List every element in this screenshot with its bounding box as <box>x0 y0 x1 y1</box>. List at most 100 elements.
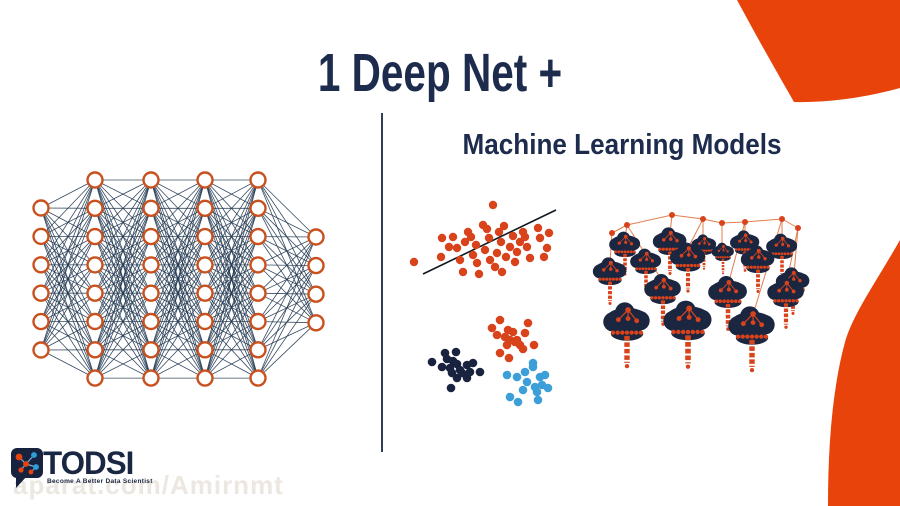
network-edge <box>257 236 317 379</box>
network-node <box>86 284 104 302</box>
scatter-dot <box>488 200 498 210</box>
cluster-dot <box>446 383 456 393</box>
network-node <box>142 256 160 274</box>
orange-cluster <box>487 315 539 363</box>
cluster-dot <box>505 392 515 402</box>
network-edge <box>40 179 96 209</box>
cluster-dot <box>487 323 497 333</box>
logo-wordmark: TODSI <box>43 445 134 481</box>
tree <box>711 242 734 275</box>
network-node <box>196 227 214 246</box>
cluster-dot <box>543 383 553 393</box>
scatter-dot <box>460 237 470 247</box>
forest-junction-dot <box>795 225 801 231</box>
forest-link <box>793 227 799 275</box>
network-node <box>86 227 104 246</box>
cluster-dot <box>528 358 538 368</box>
network-node <box>249 341 267 359</box>
network-edge <box>94 179 152 294</box>
network-edge <box>204 179 259 266</box>
network-node <box>86 171 104 189</box>
scatter-dot <box>471 240 481 250</box>
cluster-dot <box>532 387 542 397</box>
tree <box>708 276 747 331</box>
network-node <box>32 256 50 274</box>
network-edge <box>204 264 259 379</box>
scatter-dot <box>520 232 530 242</box>
scatter-dot <box>466 232 476 242</box>
network-node <box>32 284 50 302</box>
scatter-dot <box>480 245 490 255</box>
scatter-dot <box>544 228 554 238</box>
scatter-dot <box>409 257 419 267</box>
network-edge <box>150 179 206 350</box>
bottom-right-swoosh-shape <box>828 240 900 506</box>
network-edge <box>94 208 152 379</box>
scatter-dot <box>482 224 492 234</box>
network-node <box>86 256 104 274</box>
network-node <box>32 227 50 246</box>
network-edge <box>94 349 152 379</box>
scatter-dot <box>510 257 520 267</box>
cluster-dot <box>475 367 485 377</box>
network-edge <box>94 179 152 237</box>
cluster-dot <box>495 315 505 325</box>
network-node <box>307 256 325 275</box>
tree <box>669 242 706 293</box>
network-edge <box>204 179 259 379</box>
forest-link <box>626 214 673 226</box>
network-edge <box>150 208 206 379</box>
network-node <box>249 256 267 274</box>
network-edge <box>204 179 259 294</box>
network-edge <box>94 179 152 322</box>
scatter-dot <box>499 221 509 231</box>
cluster-dot <box>468 358 478 368</box>
cluster-dot <box>508 327 518 337</box>
scatter-dot <box>505 242 515 252</box>
network-edge <box>94 321 152 379</box>
network-edge <box>257 236 317 294</box>
cluster-dot <box>512 372 522 382</box>
network-edge <box>40 292 96 351</box>
scatter-dot <box>484 233 494 243</box>
network-edge <box>150 236 206 379</box>
network-edge <box>204 179 259 322</box>
network-edge <box>204 179 259 237</box>
cluster-dot <box>529 340 539 350</box>
navy-cluster <box>427 347 485 393</box>
network-edge <box>150 349 206 379</box>
todsi-logo: TODSI Become A Better Data Scientist <box>10 444 190 494</box>
network-node <box>86 341 104 359</box>
forest-junction-dot <box>609 230 615 236</box>
network-edge <box>40 179 96 237</box>
forest-junction-dot <box>742 219 748 225</box>
network-edge <box>150 321 206 379</box>
network-edge <box>204 179 259 350</box>
network-edge <box>204 321 259 379</box>
cluster-dot <box>495 348 505 358</box>
scatter-dot <box>474 269 484 279</box>
logo-tagline: Become A Better Data Scientist <box>47 478 153 485</box>
network-node <box>307 285 325 303</box>
network-node <box>249 312 267 331</box>
forest-junction-dot <box>700 216 706 222</box>
network-edge <box>150 179 206 294</box>
network-node <box>142 227 160 246</box>
network-edge <box>257 236 317 266</box>
network-node <box>32 312 50 331</box>
network-edge <box>94 264 152 379</box>
network-edge <box>204 292 259 379</box>
network-edge <box>150 179 206 237</box>
network-node <box>249 199 267 218</box>
cluster-dot <box>518 385 528 395</box>
tree <box>609 231 641 276</box>
network-node <box>196 256 214 274</box>
network-edge <box>94 179 152 379</box>
forest-junction-dot <box>669 212 675 218</box>
network-edge <box>150 179 206 379</box>
scatter-dot <box>494 227 504 237</box>
network-node <box>196 341 214 359</box>
random-forest-diagram <box>592 212 810 373</box>
blue-cluster <box>502 358 553 407</box>
scatter-dot <box>455 255 465 265</box>
